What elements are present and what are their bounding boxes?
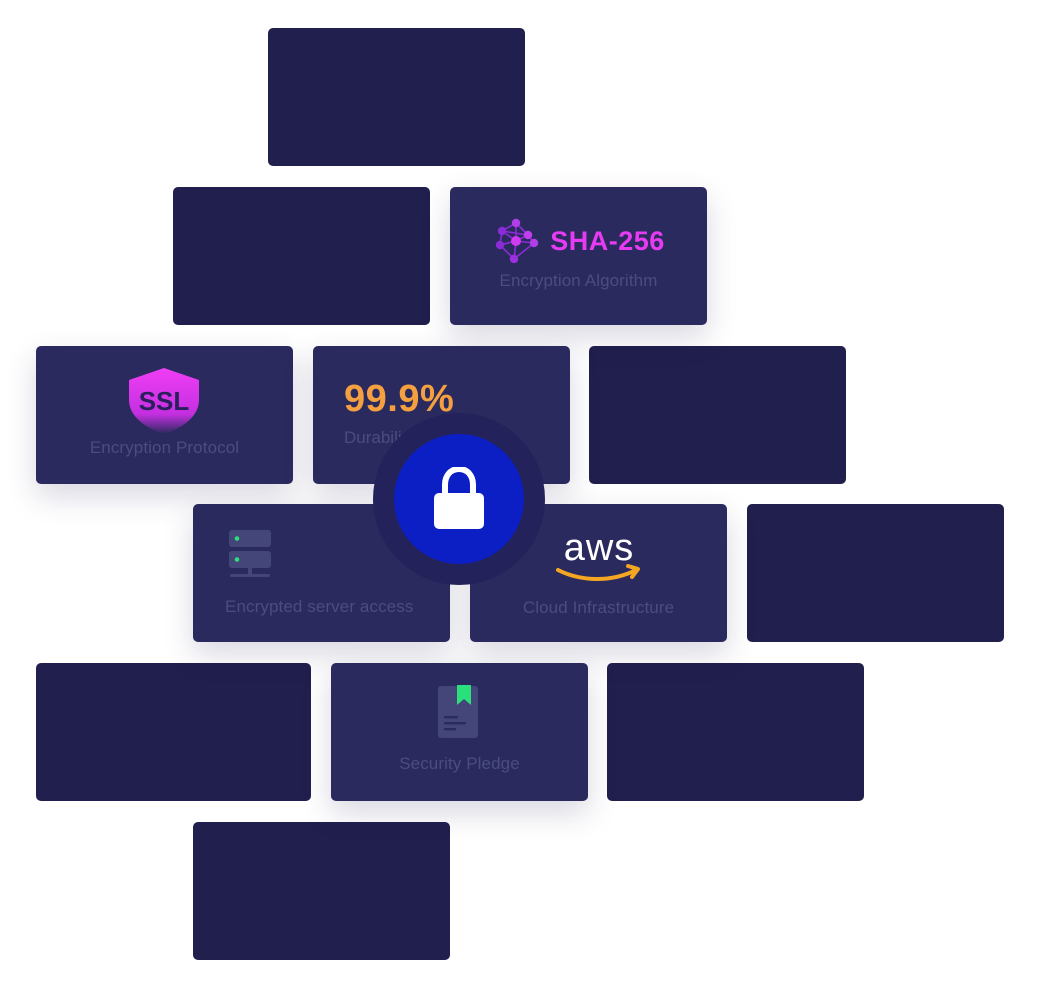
lock-badge-core — [394, 434, 524, 564]
aws-card: aws Cloud Infrastructure — [470, 504, 727, 642]
durability-value: 99.9% — [344, 378, 455, 420]
ssl-card: SSL Encryption Protocol — [36, 346, 293, 484]
aws-logo-text: aws — [564, 527, 635, 569]
security-pledge-card: Security Pledge — [331, 663, 588, 801]
ssl-badge-text: SSL — [139, 386, 190, 416]
sha-256-title: SHA-256 — [550, 225, 665, 256]
padlock-icon — [434, 467, 484, 529]
empty-card — [268, 28, 525, 166]
empty-card — [589, 346, 846, 484]
empty-card — [607, 663, 864, 801]
aws-caption: Cloud Infrastructure — [522, 598, 675, 617]
network-nodes-icon — [496, 218, 539, 264]
security-pledge-caption: Security Pledge — [399, 754, 520, 773]
aws-logo: aws — [556, 527, 640, 581]
sha-256-card: SHA-256 Encryption Algorithm — [450, 187, 707, 325]
bookmark-document-icon — [438, 685, 478, 738]
empty-card — [747, 504, 1004, 642]
lock-badge — [373, 413, 545, 585]
empty-card — [173, 187, 430, 325]
empty-card — [36, 663, 311, 801]
server-access-caption: Encrypted server access — [225, 597, 414, 616]
ssl-caption: Encryption Protocol — [89, 438, 240, 457]
empty-card — [193, 822, 450, 960]
durability-caption: Durabili — [344, 428, 402, 447]
server-stack-icon — [229, 530, 271, 577]
sha-256-caption: Encryption Algorithm — [499, 271, 658, 290]
ssl-shield-icon: SSL — [129, 368, 199, 434]
